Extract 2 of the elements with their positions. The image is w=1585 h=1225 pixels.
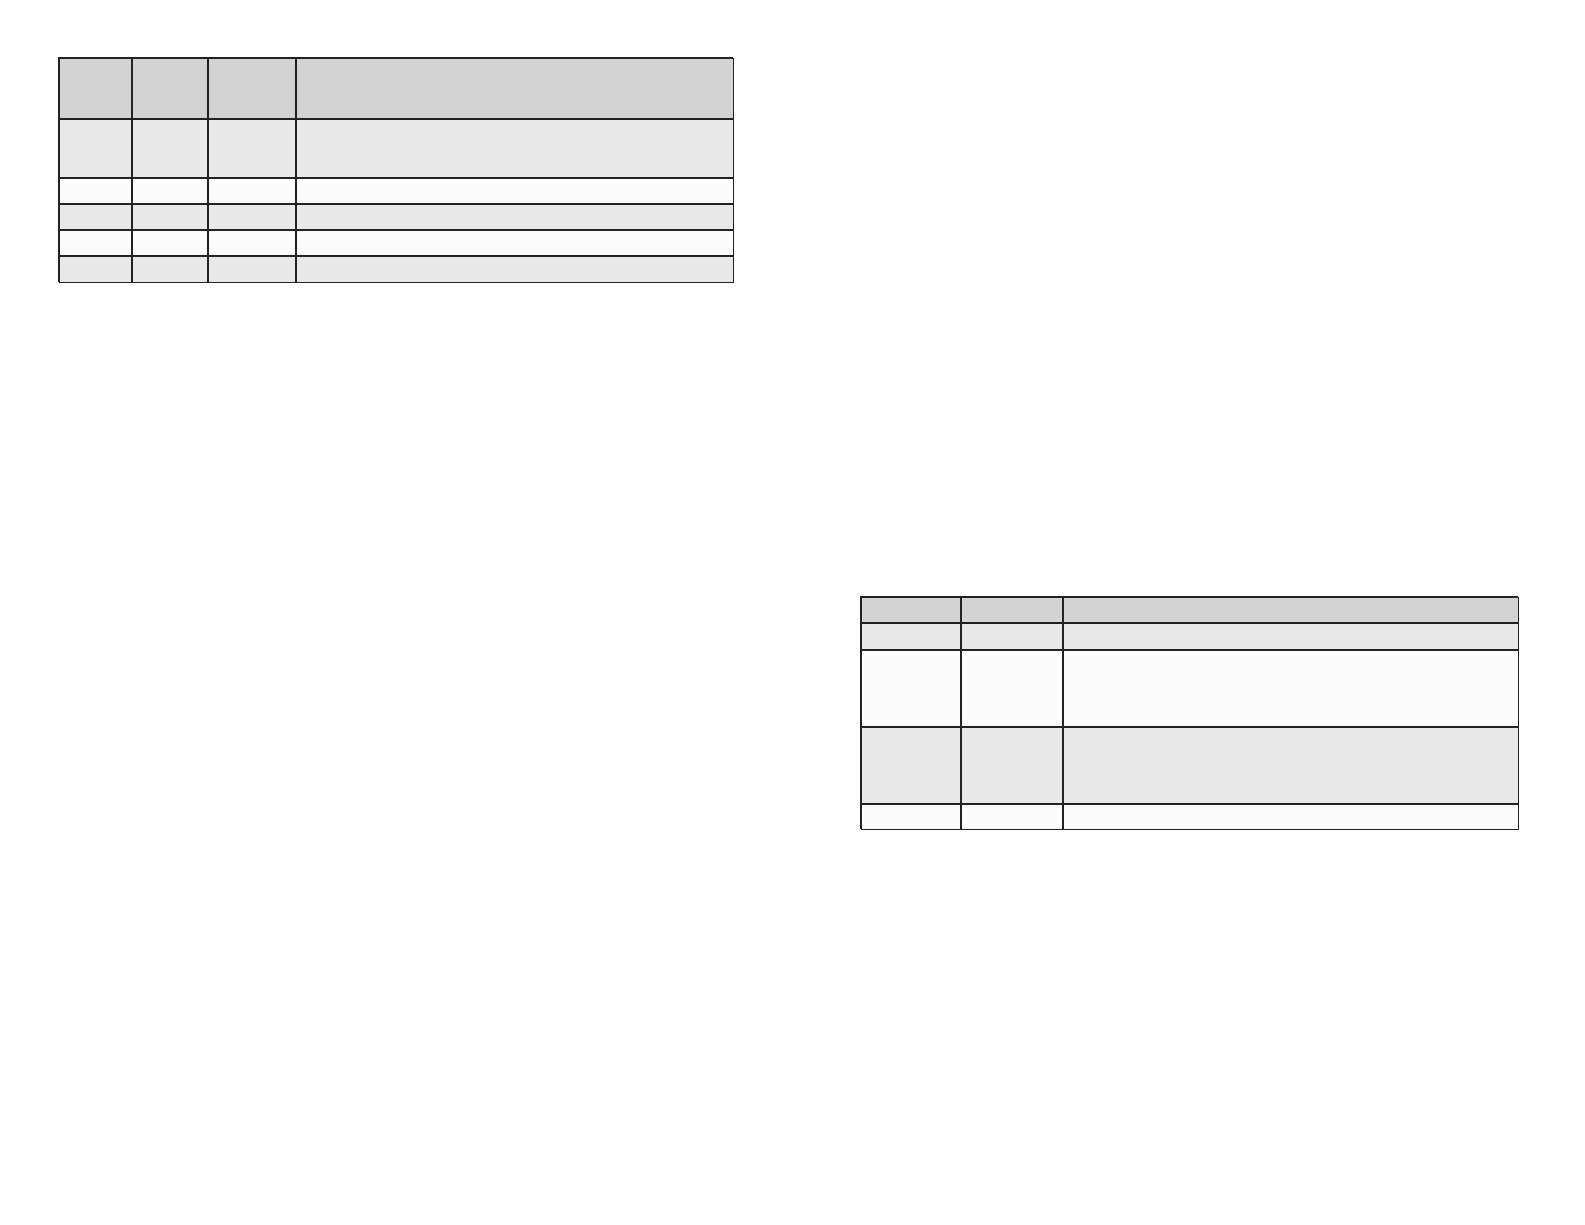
empty-table: [860, 596, 1518, 829]
empty-table: [58, 57, 733, 282]
